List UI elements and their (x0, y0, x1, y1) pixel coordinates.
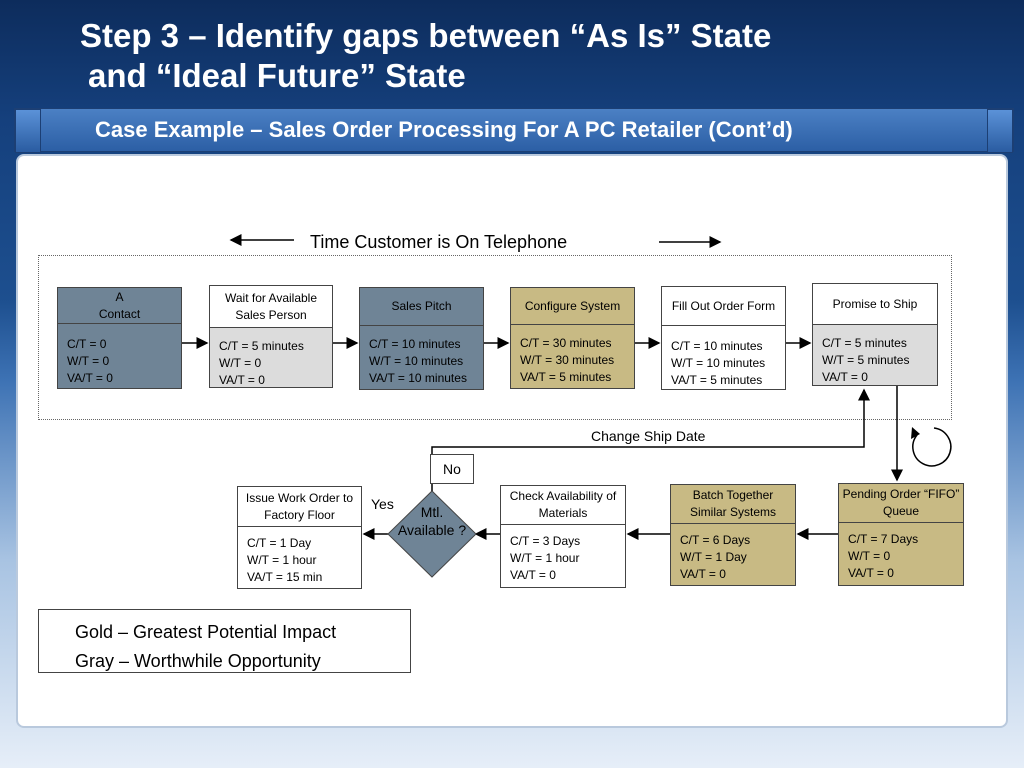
title-line-1: Step 3 – Identify gaps between “As Is” S… (80, 17, 772, 54)
banner-right-cap (987, 109, 1013, 153)
ct-value: C/T = 1 Day (247, 536, 312, 550)
box-wait-sales-person: Wait for Available Sales Person C/T = 5 … (209, 285, 333, 388)
ct-value: C/T = 7 Days (848, 532, 919, 546)
box-promise-to-ship: Promise to Ship C/T = 5 minutes W/T = 5 … (812, 283, 938, 386)
wt-value: W/T = 10 minutes (369, 354, 464, 368)
wt-value: W/T = 1 hour (247, 553, 317, 567)
box-metrics: C/T = 0 W/T = 0 VA/T = 0 (58, 324, 181, 388)
vat-value: VA/T = 5 minutes (671, 373, 763, 387)
box-title-text: Sales Pitch (391, 299, 452, 313)
ct-value: C/T = 3 Days (510, 534, 581, 548)
box-metrics: C/T = 7 Days W/T = 0 VA/T = 0 (839, 523, 963, 585)
box-title-text: Wait for Available Sales Person (224, 290, 318, 322)
vat-value: VA/T = 0 (848, 566, 894, 580)
ct-value: C/T = 30 minutes (520, 336, 612, 350)
wt-value: W/T = 0 (67, 354, 110, 368)
vat-value: VA/T = 15 min (247, 570, 323, 584)
wt-value: W/T = 10 minutes (671, 356, 766, 370)
title-line-2: and “Ideal Future” State (88, 57, 466, 94)
vat-value: VA/T = 0 (510, 568, 556, 582)
box-title: Check Availability of Materials (501, 486, 625, 525)
cycle-icon-arrowhead (911, 427, 920, 439)
box-title: Pending Order “FIFO” Queue (839, 484, 963, 523)
wt-value: W/T = 5 minutes (822, 353, 910, 367)
box-configure-system: Configure System C/T = 30 minutes W/T = … (510, 287, 635, 389)
box-title-text: Fill Out Order Form (671, 298, 776, 313)
box-title: Fill Out Order Form (662, 287, 785, 326)
wt-value: W/T = 0 (848, 549, 891, 563)
ct-value: C/T = 10 minutes (671, 339, 763, 353)
ct-value: C/T = 10 minutes (369, 337, 461, 351)
box-metrics: C/T = 10 minutes W/T = 10 minutes VA/T =… (360, 326, 483, 389)
legend: Gold – Greatest Potential Impact Gray – … (38, 609, 411, 673)
box-title: Wait for Available Sales Person (210, 286, 332, 328)
box-title-text: Promise to Ship (832, 296, 918, 311)
box-metrics: C/T = 10 minutes W/T = 10 minutes VA/T =… (662, 326, 785, 389)
vat-value: VA/T = 10 minutes (369, 371, 467, 385)
wt-value: W/T = 1 hour (510, 551, 580, 565)
box-title: Sales Pitch (360, 288, 483, 326)
change-ship-date-label: Change Ship Date (591, 428, 706, 444)
decision-diamond (387, 490, 477, 578)
legend-gold: Gold – Greatest Potential Impact (75, 622, 337, 642)
box-metrics: C/T = 5 minutes W/T = 5 minutes VA/T = 0 (813, 325, 937, 385)
vat-value: VA/T = 0 (219, 373, 265, 387)
box-fill-out-order-form: Fill Out Order Form C/T = 10 minutes W/T… (661, 286, 786, 390)
ct-value: C/T = 5 minutes (219, 339, 304, 353)
banner-left-cap (15, 109, 41, 153)
box-title-text: A Contact (98, 289, 141, 321)
vat-value: VA/T = 0 (67, 371, 113, 385)
box-metrics: C/T = 30 minutes W/T = 30 minutes VA/T =… (511, 325, 634, 388)
ct-value: C/T = 5 minutes (822, 336, 907, 350)
box-title: A Contact (58, 288, 181, 324)
decision-no-label: No (430, 454, 474, 484)
wt-value: W/T = 30 minutes (520, 353, 615, 367)
cycle-icon (912, 427, 952, 467)
vat-value: VA/T = 0 (822, 370, 868, 384)
box-title-text: Batch Together Similar Systems (689, 488, 776, 519)
ct-value: C/T = 0 (67, 337, 107, 351)
vat-value: VA/T = 0 (680, 567, 726, 581)
box-title: Issue Work Order to Factory Floor (238, 487, 361, 527)
decision-yes-label: Yes (371, 496, 394, 512)
box-metrics: C/T = 1 Day W/T = 1 hour VA/T = 15 min (238, 527, 361, 588)
box-check-availability: Check Availability of Materials C/T = 3 … (500, 485, 626, 588)
box-metrics: C/T = 6 Days W/T = 1 Day VA/T = 0 (671, 524, 795, 585)
box-title: Configure System (511, 288, 634, 325)
wt-value: W/T = 0 (219, 356, 262, 370)
box-title: Promise to Ship (813, 284, 937, 325)
box-title-text: Pending Order “FIFO” Queue (842, 487, 960, 518)
box-metrics: C/T = 5 minutes W/T = 0 VA/T = 0 (210, 328, 332, 387)
box-title-text: Issue Work Order to Factory Floor (245, 490, 354, 522)
legend-gray: Gray – Worthwhile Opportunity (75, 651, 321, 671)
decision-label: Mtl. Available ? (397, 504, 467, 538)
box-metrics: C/T = 3 Days W/T = 1 hour VA/T = 0 (501, 525, 625, 587)
box-issue-work-order: Issue Work Order to Factory Floor C/T = … (237, 486, 362, 589)
box-sales-pitch: Sales Pitch C/T = 10 minutes W/T = 10 mi… (359, 287, 484, 390)
box-pending-order-queue: Pending Order “FIFO” Queue C/T = 7 Days … (838, 483, 964, 586)
box-title-text: Configure System (524, 298, 621, 313)
subtitle-banner: Case Example – Sales Order Processing Fo… (14, 108, 1014, 153)
box-title: Batch Together Similar Systems (671, 485, 795, 524)
box-batch-together: Batch Together Similar Systems C/T = 6 D… (670, 484, 796, 586)
box-title-text: Check Availability of Materials (509, 489, 617, 520)
subtitle: Case Example – Sales Order Processing Fo… (95, 117, 793, 142)
box-a-contact: A Contact C/T = 0 W/T = 0 VA/T = 0 (57, 287, 182, 389)
vat-value: VA/T = 5 minutes (520, 370, 612, 384)
telephone-label: Time Customer is On Telephone (310, 232, 568, 252)
ct-value: C/T = 6 Days (680, 533, 751, 547)
wt-value: W/T = 1 Day (680, 550, 747, 564)
slide-title: Step 3 – Identify gaps between “As Is” S… (80, 16, 771, 96)
